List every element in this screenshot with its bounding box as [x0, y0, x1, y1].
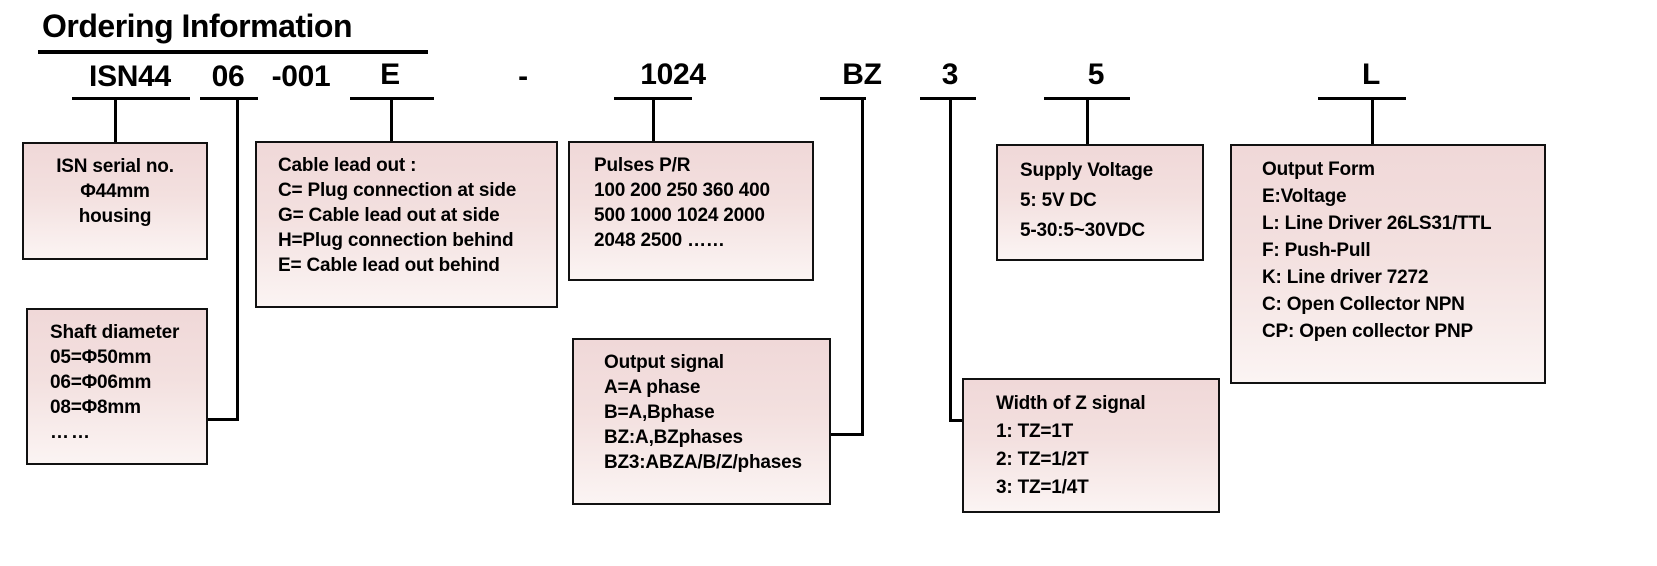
callout-line: CP: Open collector PNP: [1262, 321, 1473, 342]
code-token-shaft: 06: [211, 60, 245, 93]
code-token-cable: E: [380, 58, 400, 91]
callout-line: housing: [78, 206, 152, 227]
connector-shaft-elbow: [208, 418, 239, 421]
callout-box-output-form: Output Form E:Voltage L: Line Driver 26L…: [1230, 144, 1546, 384]
callout-line: ISN serial no.: [56, 156, 174, 177]
callout-line: 5: 5V DC: [1020, 190, 1097, 211]
code-token-output-signal: BZ: [842, 58, 882, 91]
callout-line: 2: TZ=1/2T: [996, 449, 1089, 470]
callout-line: 1: TZ=1T: [996, 421, 1074, 442]
callout-line: G= Cable lead out at side: [278, 205, 500, 226]
callout-line: H=Plug connection behind: [278, 230, 514, 251]
code-token-pulses: 1024: [640, 58, 706, 91]
callout-box-output-signal: Output signal A=A phase B=A,Bphase BZ:A,…: [572, 338, 831, 505]
callout-line: C: Open Collector NPN: [1262, 294, 1465, 315]
callout-line: K: Line driver 7272: [1262, 267, 1429, 288]
callout-line: 5-30:5~30VDC: [1020, 220, 1145, 241]
callout-line: 500 1000 1024 2000: [594, 205, 765, 226]
leader-bar-output-form: [1318, 97, 1406, 100]
code-token-z-width: 3: [941, 58, 959, 91]
callout-line: E= Cable lead out behind: [278, 255, 500, 276]
callout-line: Φ44mm: [80, 181, 150, 202]
connector-shaft-vertical: [236, 97, 239, 421]
title-underline: [38, 50, 428, 54]
callout-line: C= Plug connection at side: [278, 180, 517, 201]
callout-line: ……: [50, 422, 92, 443]
callout-line: Shaft diameter: [50, 322, 180, 343]
connector-output-form: [1371, 97, 1374, 144]
connector-output-signal-vertical: [861, 97, 864, 436]
connector-z-width-vertical: [949, 97, 952, 422]
connector-z-width-elbow: [949, 419, 965, 422]
callout-box-z-width: Width of Z signal 1: TZ=1T 2: TZ=1/2T 3:…: [962, 378, 1220, 513]
callout-line: E:Voltage: [1262, 186, 1347, 207]
callout-line: Cable lead out :: [278, 155, 417, 176]
connector-output-signal-elbow: [831, 433, 864, 436]
callout-box-pulses: Pulses P/R 100 200 250 360 400 500 1000 …: [568, 141, 814, 281]
code-token-output-form: L: [1361, 58, 1381, 91]
callout-line: A=A phase: [604, 377, 701, 398]
callout-line: 06=Φ06mm: [50, 372, 152, 393]
callout-box-series: ISN serial no. Φ44mm housing: [22, 142, 208, 260]
code-token-suffix: -001: [271, 60, 331, 93]
leader-bar-output-signal: [820, 97, 866, 100]
callout-line: Supply Voltage: [1020, 160, 1154, 181]
leader-bar-series: [72, 97, 190, 100]
code-token-voltage: 5: [1087, 58, 1105, 91]
callout-line: Width of Z signal: [996, 393, 1146, 414]
callout-line: 05=Φ50mm: [50, 347, 152, 368]
callout-line: Pulses P/R: [594, 155, 691, 176]
leader-bar-z-width: [920, 97, 976, 100]
connector-cable: [390, 97, 393, 141]
callout-box-cable: Cable lead out : C= Plug connection at s…: [255, 141, 558, 308]
connector-voltage: [1086, 97, 1089, 144]
callout-line: F: Push-Pull: [1262, 240, 1371, 261]
leader-bar-shaft: [200, 97, 258, 100]
code-token-series: ISN44: [89, 60, 171, 93]
callout-line: 08=Φ8mm: [50, 397, 141, 418]
callout-box-voltage: Supply Voltage 5: 5V DC 5-30:5~30VDC: [996, 144, 1204, 261]
callout-line: 3: TZ=1/4T: [996, 477, 1089, 498]
callout-line: BZ:A,BZphases: [604, 427, 743, 448]
connector-series: [114, 97, 117, 143]
callout-line: 2048 2500 ……: [594, 230, 725, 251]
page-title: Ordering Information: [42, 8, 353, 44]
callout-box-shaft: Shaft diameter 05=Φ50mm 06=Φ06mm 08=Φ8mm…: [26, 308, 208, 465]
connector-pulses: [652, 97, 655, 141]
callout-line: L: Line Driver 26LS31/TTL: [1262, 213, 1492, 234]
code-token-dash: -: [518, 60, 528, 93]
callout-line: B=A,Bphase: [604, 402, 715, 423]
callout-line: 100 200 250 360 400: [594, 180, 770, 201]
callout-line: BZ3:ABZA/B/Z/phases: [604, 452, 802, 473]
callout-line: Output Form: [1262, 159, 1375, 180]
callout-line: Output signal: [604, 352, 724, 373]
